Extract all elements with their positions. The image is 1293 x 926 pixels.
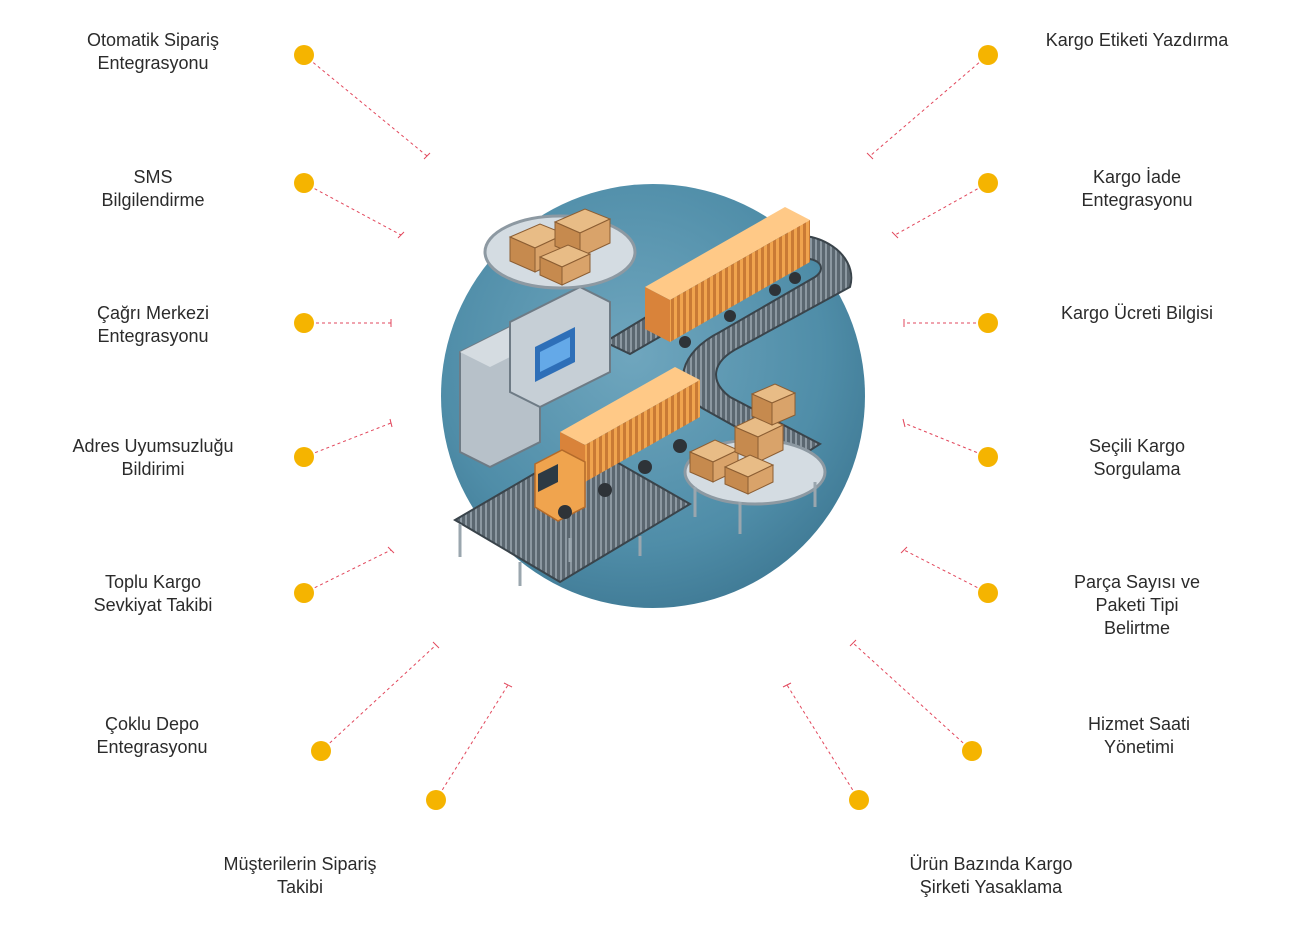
- truck-lower: [534, 367, 700, 522]
- feature-dot-1: [294, 45, 314, 65]
- feature-dot-10: [978, 313, 998, 333]
- feature-dot-4: [294, 447, 314, 467]
- connector-line-4: [303, 422, 392, 458]
- connector-line-6: [320, 644, 437, 752]
- truck-container-upper: [645, 207, 810, 348]
- feature-dot-6: [311, 741, 331, 761]
- feature-label-toplu-kargo: Toplu Kargo Sevkiyat Takibi: [93, 572, 213, 615]
- feature-label-parca-sayisi: Parça Sayısı ve Paketi Tipi Belirtme: [1073, 572, 1201, 638]
- connector-line-11: [903, 422, 989, 458]
- feature-label-cagri-merkezi: Çağrı Merkezi Entegrasyonu: [96, 303, 210, 346]
- feature-dot-3: [294, 313, 314, 333]
- feature-label-hizmet-saati: Hizmet Saati Yönetimi: [1087, 714, 1191, 757]
- feature-label-urun-bazinda: Ürün Bazında Kargo Şirketi Yasaklama: [909, 854, 1073, 897]
- feature-dot-11: [978, 447, 998, 467]
- feature-dot-9: [978, 173, 998, 193]
- feature-label-secili-kargo: Seçili Kargo Sorgulama: [1088, 436, 1186, 479]
- connector-line-8: [869, 54, 989, 157]
- feature-dot-2: [294, 173, 314, 193]
- logistics-illustration: [441, 184, 865, 608]
- feature-label-coklu-depo: Çoklu Depo Entegrasyonu: [96, 714, 208, 757]
- connector-line-1: [303, 54, 428, 157]
- box-platform-right: [683, 383, 827, 534]
- feature-label-adres-uyumsuzlugu: Adres Uyumsuzluğu Bildirimi: [72, 436, 234, 479]
- feature-dot-7: [426, 790, 446, 810]
- feature-label-sms: SMS Bilgilendirme: [101, 167, 205, 210]
- connector-line-13: [852, 642, 973, 752]
- feature-dot-8: [978, 45, 998, 65]
- feature-label-kargo-iade: Kargo İade Entegrasyonu: [1081, 167, 1193, 210]
- feature-dot-12: [978, 583, 998, 603]
- feature-label-musteri-siparis: Müşterilerin Sipariş Takibi: [223, 854, 377, 897]
- connector-line-14: [786, 684, 860, 801]
- connector-line-2: [303, 182, 402, 236]
- feature-dot-5: [294, 583, 314, 603]
- feature-label-kargo-etiketi: Kargo Etiketi Yazdırma: [1045, 30, 1229, 50]
- box-platform-top: [483, 208, 637, 290]
- control-terminal: [459, 285, 611, 469]
- connector-line-5: [303, 549, 392, 594]
- feature-label-otomatik-siparis: Otomatik Sipariş Entegrasyonu: [86, 30, 220, 73]
- connector-line-7: [435, 684, 509, 801]
- feature-label-kargo-ucreti: Kargo Ücreti Bilgisi: [1060, 303, 1214, 323]
- feature-dot-14: [849, 790, 869, 810]
- connector-line-9: [894, 182, 989, 236]
- connector-line-12: [903, 549, 989, 594]
- feature-dot-13: [962, 741, 982, 761]
